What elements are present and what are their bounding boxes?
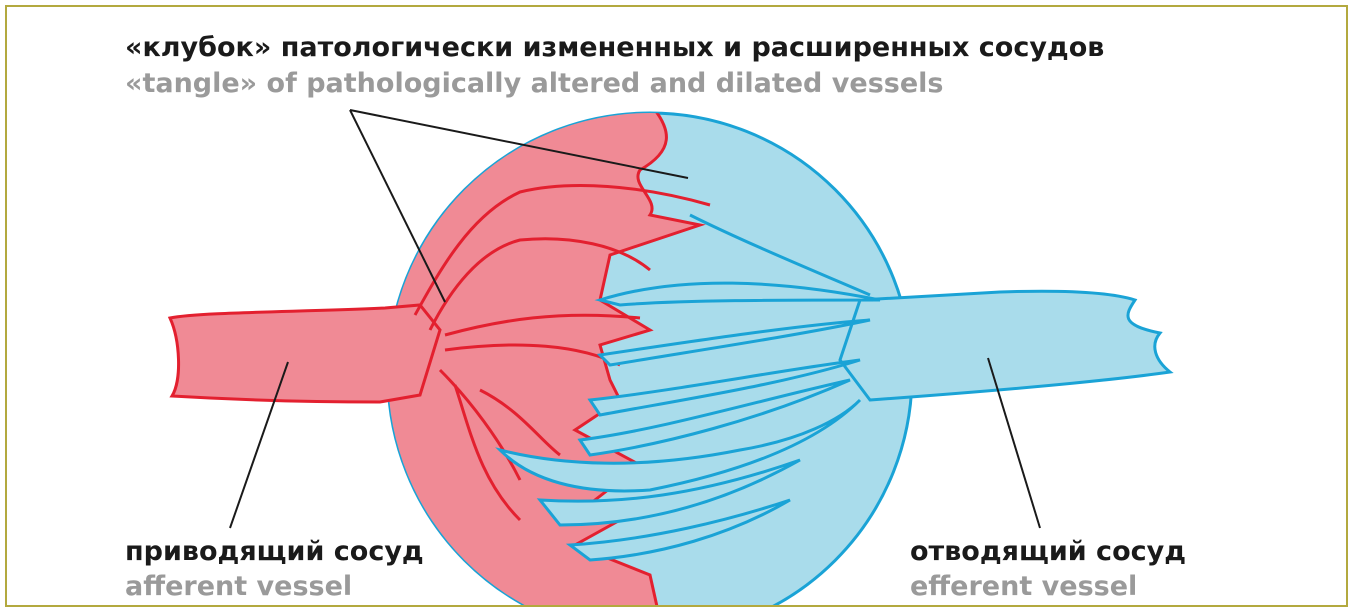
tangle-label-en: «tangle» of pathologically altered and d… (125, 70, 943, 97)
afferent-vessel (170, 305, 440, 402)
tangle-label-ru: «клубок» патологически измененных и расш… (125, 34, 1104, 61)
afferent-label-en: afferent vessel (125, 573, 352, 600)
afferent-label-ru: приводящий сосуд (125, 538, 424, 565)
efferent-label-en: efferent vessel (910, 573, 1137, 600)
efferent-label-ru: отводящий сосуд (910, 538, 1186, 565)
efferent-vessel (840, 291, 1170, 400)
leader-line-tangle-a (350, 110, 445, 302)
